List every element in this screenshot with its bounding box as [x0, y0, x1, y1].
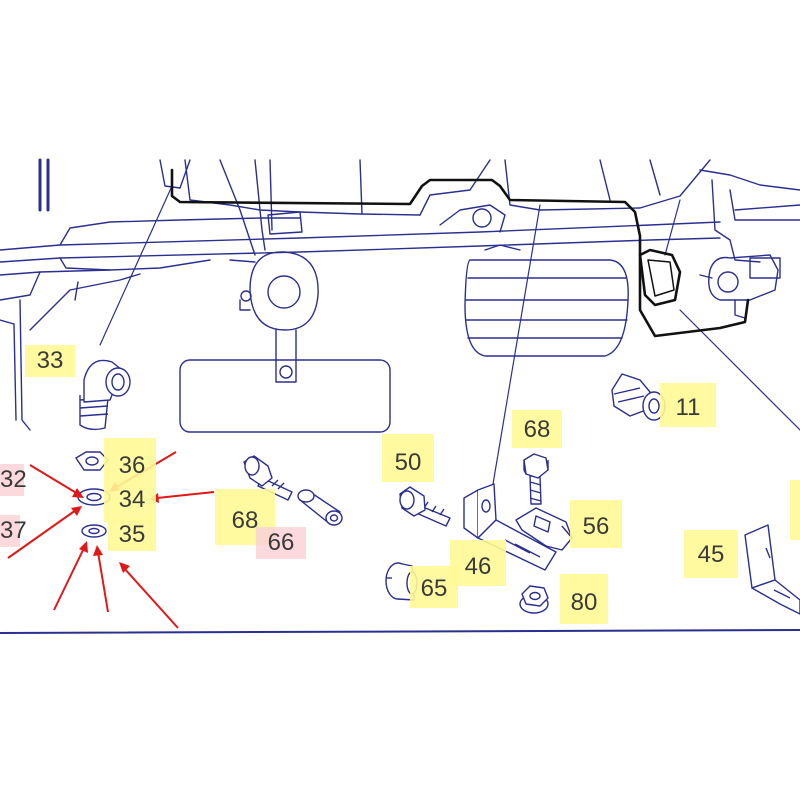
arrow-left-35	[7, 506, 82, 559]
arrow-upper-left-34	[29, 464, 84, 498]
elbow-fitting-33	[79, 359, 131, 431]
washer-35	[81, 524, 107, 538]
callout-34: 34	[118, 486, 146, 513]
nut-36	[75, 451, 109, 471]
frame-rails	[0, 217, 721, 431]
valve-assembly	[699, 254, 781, 319]
arrow-bottom-2	[93, 545, 109, 613]
bracket-46	[463, 483, 557, 571]
bolt-50	[399, 486, 451, 527]
callout-37: 37	[0, 515, 27, 547]
center-bracket	[229, 251, 319, 383]
fuel-tank	[464, 244, 629, 357]
callout-50: 50	[382, 434, 434, 482]
callout-66: 66	[256, 527, 306, 559]
bracket-45	[744, 524, 800, 615]
frame-left-bars	[38, 158, 50, 212]
brake-pipe	[170, 168, 750, 338]
clip-56	[515, 507, 573, 551]
callout-36: 36	[118, 452, 146, 479]
callout-65: 65	[410, 566, 458, 608]
callout-35: 35	[108, 519, 156, 551]
annotation-arrows	[7, 451, 215, 629]
callout-32: 32	[0, 464, 27, 496]
arrow-bottom-1	[53, 541, 88, 611]
callout-56: 56	[570, 500, 622, 548]
callout-46: 46	[450, 540, 506, 586]
border-line	[0, 629, 800, 634]
callout-68-right: 68	[512, 410, 562, 448]
flange-nut-80	[519, 585, 549, 614]
washer-34	[77, 488, 111, 506]
union-fitting-11	[611, 373, 666, 421]
leader-lines	[99, 185, 800, 491]
callout-partial-right	[790, 480, 800, 540]
bolt-68-vertical	[523, 453, 549, 505]
callout-33: 33	[25, 345, 75, 377]
arrow-bottom-3	[119, 562, 179, 629]
callout-45: 45	[684, 530, 738, 578]
callout-80: 80	[560, 574, 608, 624]
bolt-68-left	[243, 455, 293, 501]
callout-11: 11	[660, 383, 716, 427]
spacer-tube-66	[297, 489, 343, 526]
arrow-right-34	[150, 491, 215, 503]
callout-highlight-group	[104, 438, 156, 522]
mirror-plate	[179, 359, 391, 433]
